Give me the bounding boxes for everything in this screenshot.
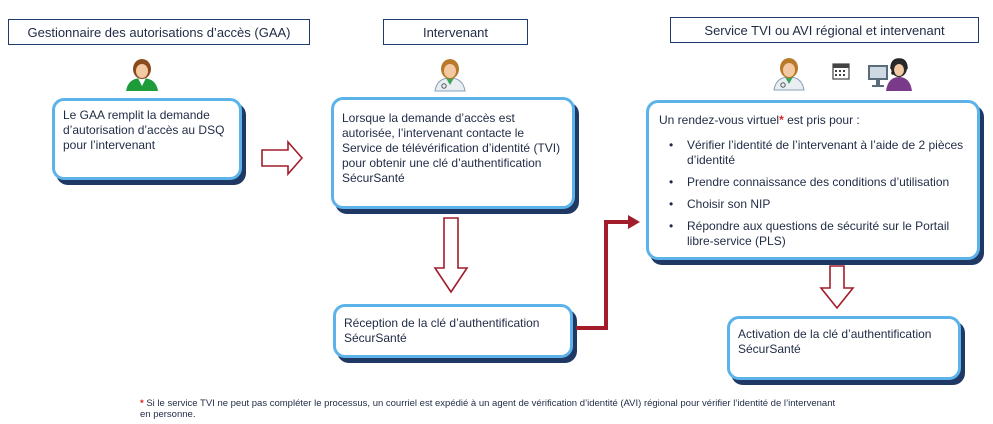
- rendezvous-suffix: est pris pour :: [783, 113, 860, 127]
- reception-text: Réception de la clé d’authentification S…: [344, 316, 540, 345]
- doctor-icon: [434, 59, 466, 92]
- person-icon: [126, 59, 158, 91]
- right-arrow: [261, 139, 304, 177]
- list-item: Choisir son NIP: [669, 197, 967, 212]
- activation-text: Activation de la clé d’authentification …: [738, 327, 932, 356]
- rendezvous-star: *: [779, 113, 784, 127]
- header-service: Service TVI ou AVI régional et intervena…: [670, 17, 979, 43]
- down-arrow: [433, 217, 469, 294]
- activation-box: Activation de la clé d’authentification …: [727, 316, 961, 380]
- rendezvous-list: Vérifier l’identité de l’intervenant à l…: [659, 138, 967, 249]
- rendezvous-heading: Un rendez-vous virtuel* est pris pour :: [659, 113, 967, 128]
- down-arrow: [819, 265, 855, 310]
- intervenant-contact-text: Lorsque la demande d’accès est autorisée…: [342, 111, 561, 185]
- footnote-star: *: [140, 398, 144, 409]
- doctor-icon: [773, 58, 805, 91]
- footnote: * Si le service TVI ne peut pas compléte…: [140, 398, 840, 420]
- footnote-text: Si le service TVI ne peut pas compléter …: [140, 398, 836, 420]
- rendezvous-box: Un rendez-vous virtuel* est pris pour : …: [646, 100, 980, 260]
- header-gaa: Gestionnaire des autorisations d’accès (…: [8, 19, 310, 45]
- gaa-request-text: Le GAA remplit la demande d’autorisation…: [63, 108, 225, 152]
- agent-computer-icon: [868, 58, 912, 91]
- connector-arrow: [576, 220, 630, 330]
- connector-arrowhead: [628, 215, 640, 229]
- list-item: Répondre aux questions de sécurité sur l…: [669, 219, 967, 249]
- gaa-request-box: Le GAA remplit la demande d’autorisation…: [52, 98, 242, 180]
- intervenant-contact-box: Lorsque la demande d’accès est autorisée…: [331, 97, 575, 209]
- rendezvous-intro: Un rendez-vous virtuel: [659, 113, 780, 127]
- reception-box: Réception de la clé d’authentification S…: [333, 304, 573, 358]
- header-intervenant: Intervenant: [383, 19, 528, 45]
- list-item: Prendre connaissance des conditions d’ut…: [669, 175, 967, 190]
- calendar-icon: [832, 63, 850, 80]
- list-item: Vérifier l’identité de l’intervenant à l…: [669, 138, 967, 168]
